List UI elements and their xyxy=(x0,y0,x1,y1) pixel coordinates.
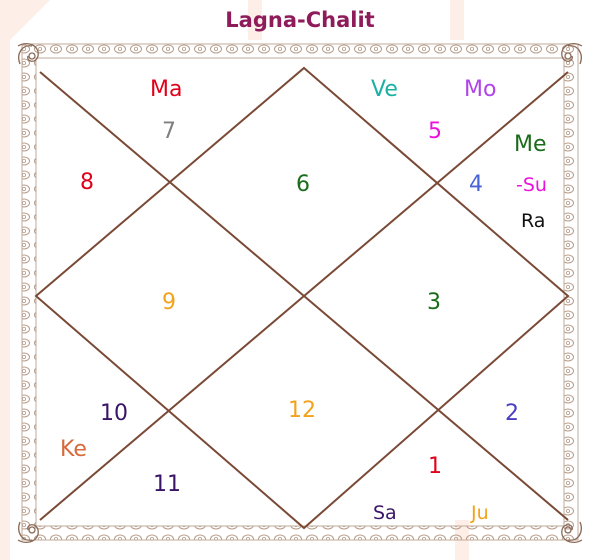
house-3-number: 3 xyxy=(427,292,441,314)
house-2-number: 2 xyxy=(505,403,519,425)
house-1-number: 1 xyxy=(428,456,442,478)
house-5-number: 5 xyxy=(428,121,442,143)
planet-ketu: Ke xyxy=(60,439,87,461)
house-9-number: 9 xyxy=(162,292,176,314)
planet-mars: Ma xyxy=(150,79,182,101)
center-glow xyxy=(242,236,362,356)
chart-grid-lines xyxy=(36,68,568,528)
planet-jupiter: Ju xyxy=(471,504,489,523)
planet-mercury: Me xyxy=(514,134,547,156)
planet-sun: -Su xyxy=(516,176,547,195)
house-6-number: 6 xyxy=(296,174,310,196)
planet-venus: Ve xyxy=(371,79,398,101)
house-11-number: 11 xyxy=(153,474,181,496)
house-12-number: 12 xyxy=(288,400,316,422)
house-8-number: 8 xyxy=(80,172,94,194)
house-10-number: 10 xyxy=(100,403,128,425)
planet-moon: Mo xyxy=(464,79,496,101)
planet-rahu: Ra xyxy=(521,212,545,231)
house-4-number: 4 xyxy=(469,174,483,196)
planet-saturn: Sa xyxy=(373,504,397,523)
house-7-number: 7 xyxy=(162,121,176,143)
